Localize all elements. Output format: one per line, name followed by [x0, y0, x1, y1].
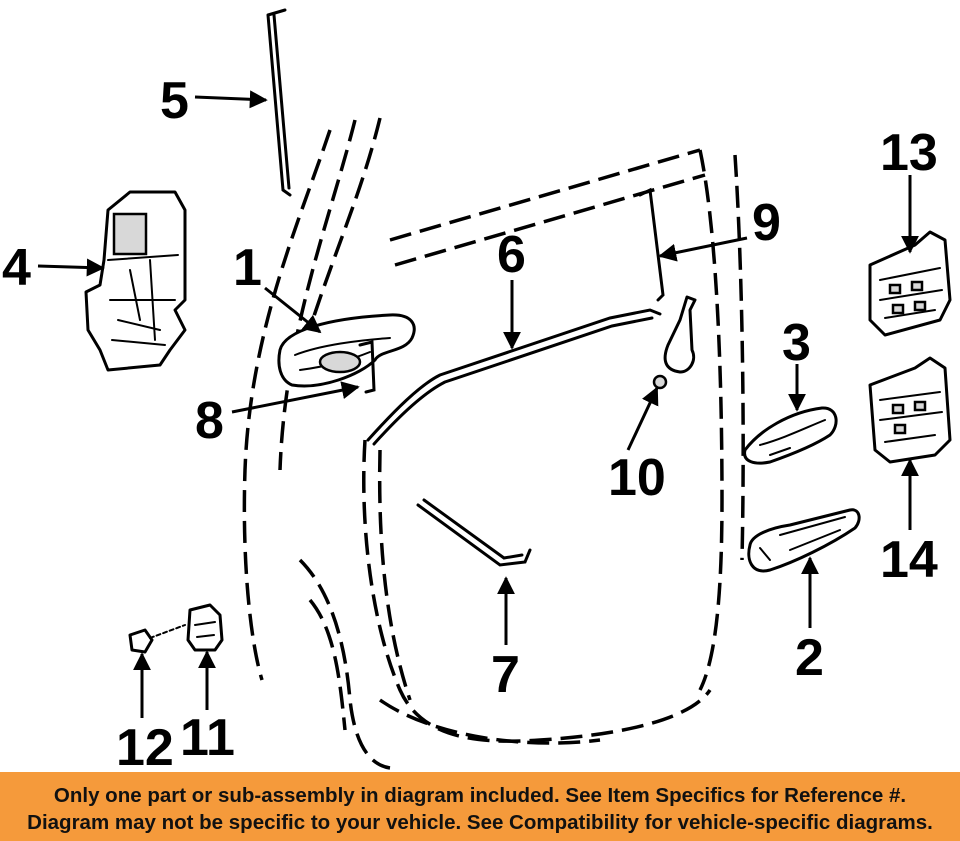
disclaimer-line-1: Only one part or sub-assembly in diagram… — [53, 784, 907, 807]
disclaimer-line-2: Diagram may not be specific to your vehi… — [27, 811, 933, 834]
callout-5: 5 — [160, 72, 189, 130]
part-4-actuator — [84, 190, 187, 372]
callout-1: 1 — [233, 239, 262, 297]
callout-7: 7 — [491, 646, 520, 704]
callout-4: 4 — [2, 239, 31, 297]
part-5-rod — [266, 8, 292, 197]
part-12-bolt — [128, 624, 186, 654]
part-14-latch — [868, 356, 952, 464]
disclaimer-banner: Only one part or sub-assembly in diagram… — [0, 772, 960, 841]
part-1-outside-handle — [277, 313, 416, 388]
part-13-latch — [868, 230, 952, 337]
part-11-striker — [186, 603, 224, 652]
door-parts-diagram: 5 4 1 8 6 9 10 3 2 7 13 14 11 12 — [2, 8, 952, 770]
leaders — [37, 90, 919, 718]
callout-13: 13 — [880, 124, 938, 182]
callout-12: 12 — [116, 719, 174, 770]
part-3-inside-handle — [743, 406, 838, 465]
callout-2: 2 — [795, 629, 824, 687]
callout-8: 8 — [195, 392, 224, 450]
callout-9: 9 — [752, 194, 781, 252]
part-8-rod — [358, 340, 376, 394]
callout-6: 6 — [497, 226, 526, 284]
door-outline — [242, 117, 745, 770]
part-7-rod — [416, 498, 532, 567]
part-9-rod — [638, 187, 665, 302]
part-6-rod — [366, 308, 662, 446]
callout-11: 11 — [180, 709, 235, 767]
callout-3: 3 — [782, 314, 811, 372]
callout-10: 10 — [608, 449, 666, 507]
part-10-lock-cylinder — [652, 295, 697, 390]
callout-14: 14 — [880, 531, 938, 589]
part-2-pull-handle — [747, 508, 861, 573]
